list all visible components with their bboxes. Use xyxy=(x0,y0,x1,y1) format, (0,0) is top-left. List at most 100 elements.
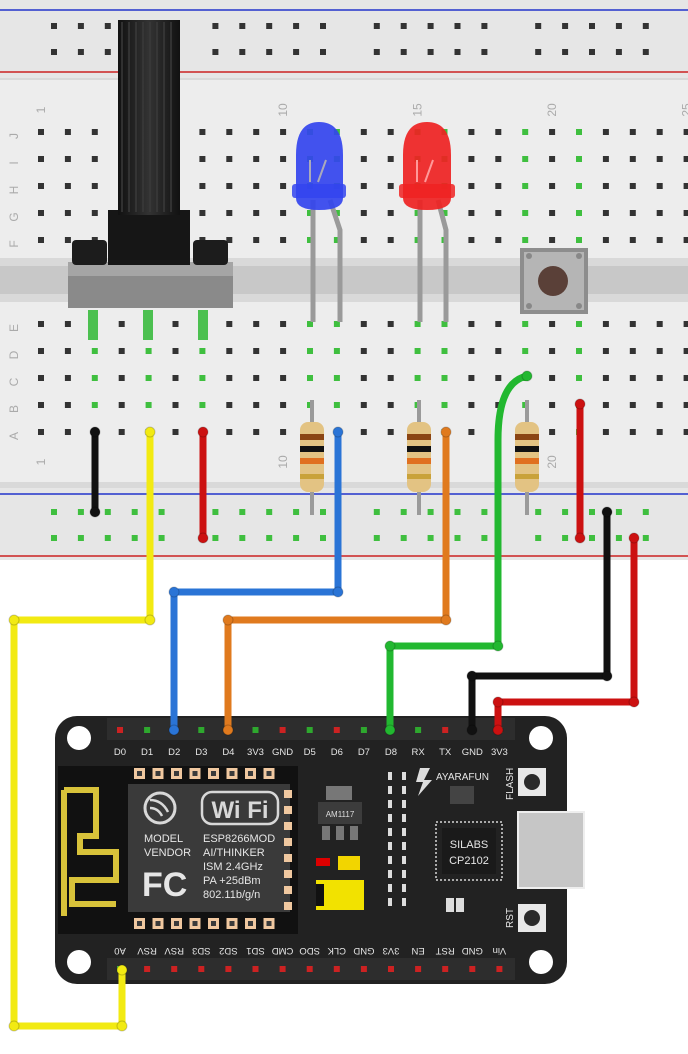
chip-label-2: CP2102 xyxy=(449,855,489,867)
wire-endpoint xyxy=(89,426,101,438)
pin-label: CMD xyxy=(272,945,294,956)
header-pin[interactable] xyxy=(415,727,422,733)
resistor-blue-led xyxy=(300,400,324,515)
module-castellations-bottom xyxy=(134,918,275,929)
header-pin[interactable] xyxy=(442,727,449,733)
row-label: H xyxy=(7,186,21,195)
wire-black-gnd xyxy=(468,508,611,734)
wire-endpoint xyxy=(144,614,156,626)
header-pin[interactable] xyxy=(279,727,286,733)
header-pin[interactable] xyxy=(496,966,503,972)
wire-endpoint xyxy=(144,426,156,438)
header-pin[interactable] xyxy=(198,966,205,972)
flash-button[interactable] xyxy=(518,768,546,796)
header-pin[interactable] xyxy=(360,727,367,733)
pin-label: RSV xyxy=(164,945,184,956)
pin-label: D0 xyxy=(114,747,126,758)
column-label: 10 xyxy=(276,103,290,117)
header-pin[interactable] xyxy=(252,727,259,733)
resistor-red-led xyxy=(407,400,431,515)
push-button[interactable] xyxy=(520,248,588,314)
wire-endpoint xyxy=(574,532,586,544)
wire-endpoint xyxy=(440,426,452,438)
pin-label: GND xyxy=(462,747,483,758)
voltage-regulator: AM1117 xyxy=(318,786,362,840)
pin-label: RX xyxy=(411,747,425,758)
usb-port[interactable] xyxy=(517,811,585,889)
wire-endpoints xyxy=(8,370,640,1032)
header-pin[interactable] xyxy=(469,966,476,972)
wire-endpoint xyxy=(466,724,478,736)
header-pin[interactable] xyxy=(144,966,151,972)
wire-endpoint xyxy=(574,398,586,410)
header-pin[interactable] xyxy=(252,966,259,972)
pin-label: RSV xyxy=(137,945,157,956)
row-label: J xyxy=(7,133,21,139)
wire-endpoint xyxy=(492,696,504,708)
wire-endpoint xyxy=(222,614,234,626)
mount-hole xyxy=(67,726,91,750)
wire-green xyxy=(386,372,531,734)
pin-label: D4 xyxy=(222,747,234,758)
fc-logo: FC xyxy=(142,866,187,904)
mount-hole xyxy=(529,950,553,974)
header-pin[interactable] xyxy=(198,727,205,733)
wire-yellow xyxy=(10,428,154,1030)
potentiometer[interactable] xyxy=(68,20,233,340)
wire-endpoint xyxy=(168,724,180,736)
wire-endpoint xyxy=(466,670,478,682)
pin-label: 3V3 xyxy=(491,747,508,758)
top-power-rail xyxy=(0,0,688,78)
pin-label: SD1 xyxy=(246,945,264,956)
wire-endpoint xyxy=(116,964,128,976)
row-label: G xyxy=(7,212,21,221)
pin-label: D1 xyxy=(141,747,153,758)
pin-label: D5 xyxy=(304,747,316,758)
svg-text:AM1117: AM1117 xyxy=(326,810,355,819)
pin-label: SD3 xyxy=(192,945,210,956)
header-pin[interactable] xyxy=(117,727,123,733)
header-pin[interactable] xyxy=(442,966,449,972)
rst-button[interactable] xyxy=(518,904,546,932)
column-label: 15 xyxy=(411,103,425,117)
wifi-logo: Wi Fi xyxy=(211,797,268,824)
module-model-label: MODEL xyxy=(144,833,183,845)
column-label: 1 xyxy=(34,106,48,113)
header-pin[interactable] xyxy=(306,966,313,972)
pin-label: D8 xyxy=(385,747,397,758)
smd-components xyxy=(388,772,406,906)
pin-label: RST xyxy=(436,945,455,956)
wire-orange xyxy=(224,428,450,734)
bottom-power-rail xyxy=(0,488,688,560)
header-pin[interactable] xyxy=(306,727,313,733)
esp8266-module: Wi Fi MODEL VENDOR FC ESP8266MOD AI/THIN… xyxy=(58,766,298,934)
header-pin[interactable] xyxy=(388,966,394,972)
pin-label: D3 xyxy=(195,747,207,758)
row-label: C xyxy=(7,377,21,386)
header-pin[interactable] xyxy=(360,966,367,972)
column-label: 10 xyxy=(276,455,290,469)
pin-label: D7 xyxy=(358,747,370,758)
wire-endpoint xyxy=(628,696,640,708)
wire-endpoint xyxy=(8,1020,20,1032)
header-pin[interactable] xyxy=(333,966,340,972)
wire-endpoint xyxy=(197,426,209,438)
module-vendor-label: VENDOR xyxy=(144,847,191,859)
header-pin[interactable] xyxy=(225,966,232,972)
header-pin[interactable] xyxy=(279,966,286,972)
row-label: B xyxy=(7,405,21,413)
wire-endpoint xyxy=(492,640,504,652)
bottom-header-pins xyxy=(117,966,503,972)
header-pin[interactable] xyxy=(171,966,178,972)
module-castellations-right xyxy=(284,790,292,910)
header-pin[interactable] xyxy=(415,966,422,972)
header-pin[interactable] xyxy=(144,727,151,733)
flash-label: FLASH xyxy=(505,768,516,800)
mount-hole xyxy=(529,726,553,750)
header-pin[interactable] xyxy=(333,727,340,733)
column-label: 20 xyxy=(545,103,559,117)
brand-label: AYARAFUN xyxy=(436,772,489,783)
